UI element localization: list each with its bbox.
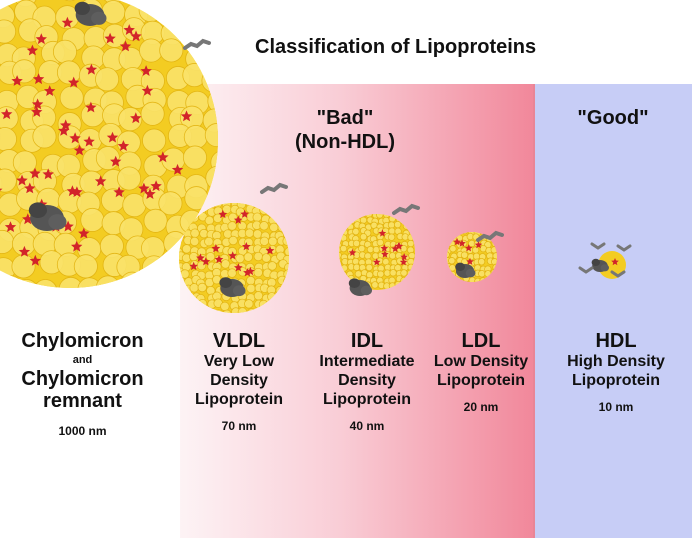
chylomicron-remnant-name: Chylomicron remnant <box>21 368 144 412</box>
chylomicron-size: 1000 nm <box>58 424 107 438</box>
ldl-full-name: Low Density Lipoprotein <box>433 353 529 389</box>
good-band <box>535 84 692 538</box>
chylomicron-connector: and <box>72 354 93 366</box>
ldl-name: LDL <box>461 330 501 352</box>
ldl-label: LDL Low Density Lipoprotein 20 nm <box>428 330 534 414</box>
hdl-full-name: High Density Lipoprotein <box>567 353 665 389</box>
hdl-name: HDL <box>595 330 637 352</box>
hdl-size: 10 nm <box>598 400 634 414</box>
ldl-particle <box>447 230 504 282</box>
diagram-title: Classification of Lipoproteins <box>255 36 537 58</box>
hdl-particle <box>578 242 632 279</box>
bad-label-line1: "Bad" <box>316 107 374 129</box>
bad-label-line2: (Non-HDL) <box>295 131 395 153</box>
idl-full-name: Intermediate Density Lipoprotein <box>319 353 415 408</box>
vldl-label: VLDL Very Low Density Lipoprotein 70 nm <box>178 330 300 433</box>
idl-name: IDL <box>350 330 384 352</box>
hdl-label: HDL High Density Lipoprotein 10 nm <box>556 330 676 414</box>
chylomicron-label: Chylomicron and Chylomicron remnant 1000… <box>0 330 165 438</box>
chylomicron-name: Chylomicron <box>21 330 144 352</box>
vldl-full-name: Very Low Density Lipoprotein <box>195 353 283 408</box>
idl-size: 40 nm <box>349 419 385 433</box>
vldl-size: 70 nm <box>221 419 257 433</box>
bad-category-label: "Bad" (Non-HDL) <box>270 106 420 154</box>
idl-label: IDL Intermediate Density Lipoprotein 40 … <box>308 330 426 433</box>
band-divider <box>533 84 535 538</box>
idl-particle <box>339 203 420 296</box>
vldl-name: VLDL <box>212 330 266 352</box>
good-category-label: "Good" <box>577 107 649 129</box>
ldl-size: 20 nm <box>463 400 499 414</box>
